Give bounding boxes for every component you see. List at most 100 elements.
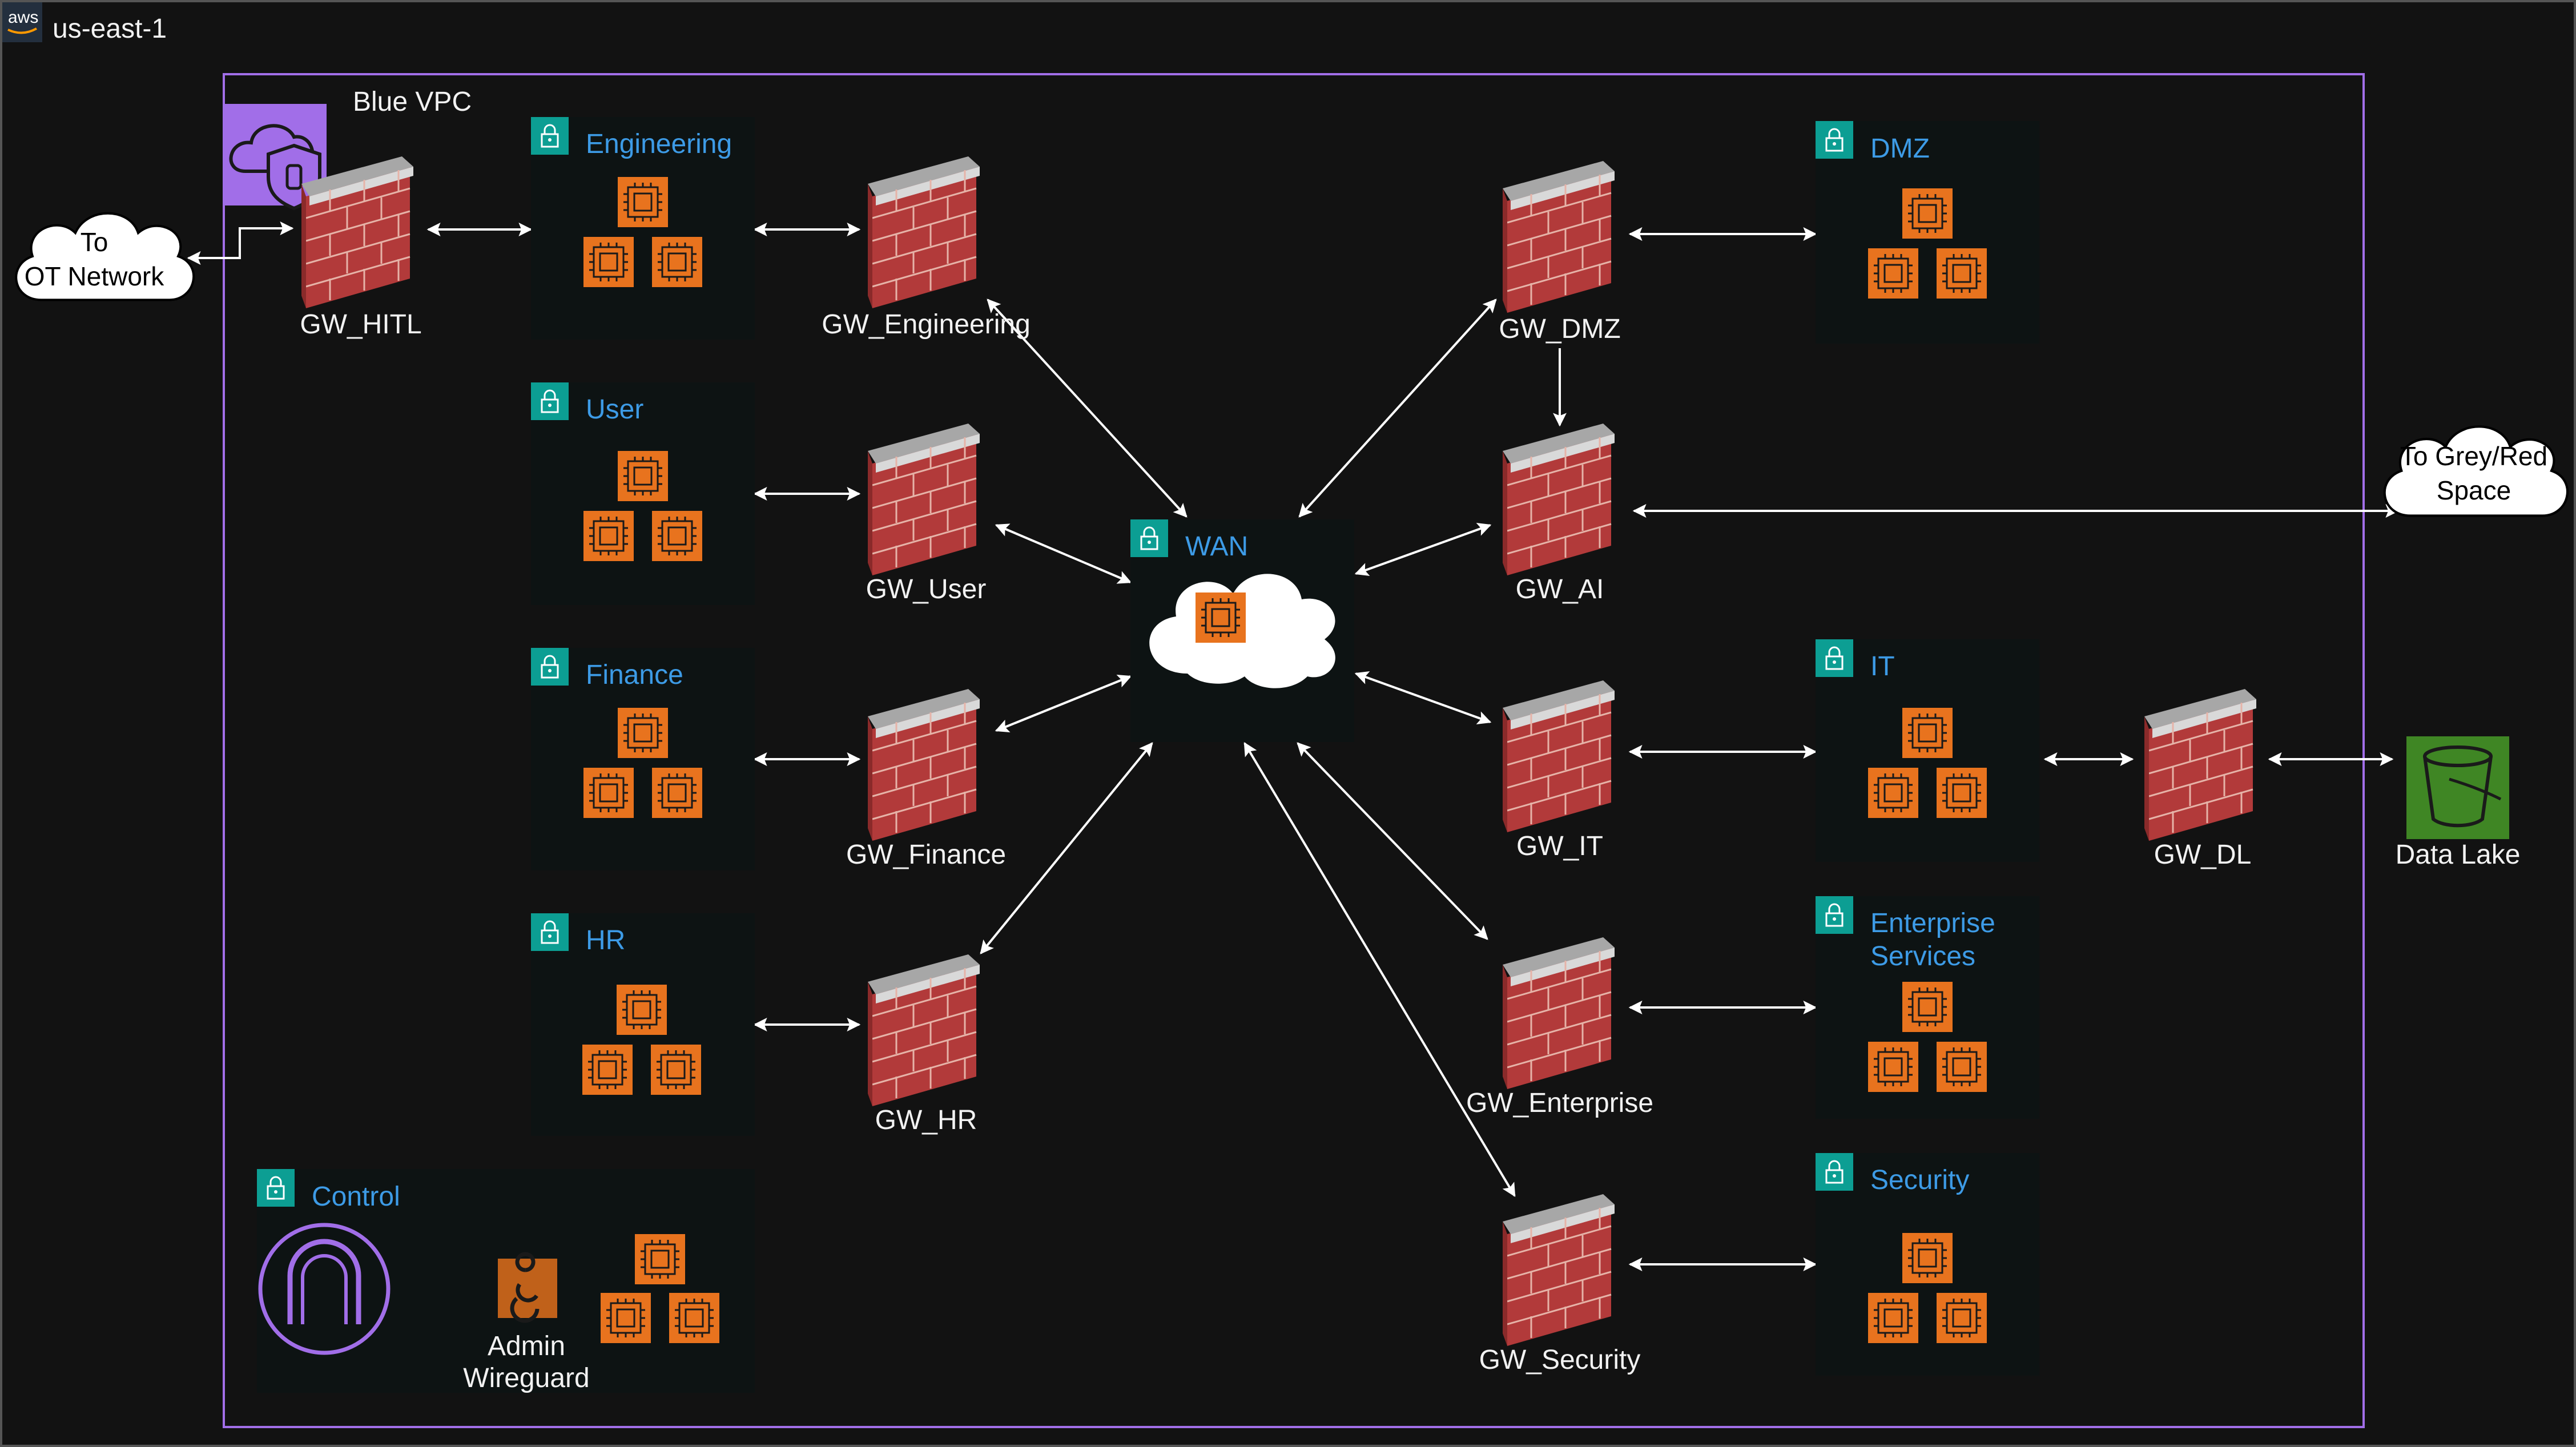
zone-enterprise-title-line1: Enterprise <box>1870 908 1995 938</box>
gateway-user-label: GW_User <box>866 574 987 604</box>
conn-gw-hr-wan <box>980 742 1153 954</box>
zone-control-title: Control <box>312 1182 400 1212</box>
conn-wan-gw-ai <box>1354 523 1492 576</box>
ec2-instance-icon <box>1901 1232 1954 1284</box>
ec2-instance-icon <box>617 450 669 502</box>
zone-it-title: IT <box>1870 651 1895 682</box>
data-lake-label: Data Lake <box>2396 840 2521 870</box>
gateway-enterprise-label: GW_Enterprise <box>1466 1088 1653 1118</box>
wireguard-label-line1: Admin <box>488 1331 565 1361</box>
zone-dmz-title: DMZ <box>1870 134 1930 164</box>
zone-hr-title: HR <box>586 925 625 956</box>
conn-gw-engineering-wan <box>987 299 1188 518</box>
conn-gw-user-wan <box>995 523 1132 584</box>
region-label: us-east-1 <box>53 14 167 44</box>
ec2-instance-icon <box>1194 591 1247 644</box>
zone-wan: WAN <box>1129 518 1354 742</box>
ec2-instance-icon <box>581 1043 634 1096</box>
zone-user-title: User <box>586 394 643 425</box>
gateway-hitl: GW_HITL <box>300 155 422 340</box>
ec2-instance-icon <box>1867 1292 1919 1344</box>
lock-icon <box>530 647 570 687</box>
zone-enterprise-services: Enterprise Services <box>1814 895 2039 1119</box>
gateway-dl: GW_DL <box>2143 688 2257 870</box>
gateway-hitl-label: GW_HITL <box>300 309 421 340</box>
ot-cloud-line2: OT Network <box>25 261 165 291</box>
connections <box>187 221 2400 1296</box>
ec2-instance-icon <box>651 236 703 288</box>
ec2-instance-icon <box>650 1043 702 1096</box>
s3-bucket-icon <box>2406 736 2509 839</box>
conn-gw-finance-wan <box>995 674 1132 733</box>
ec2-instance-icon <box>1901 187 1954 240</box>
ec2-instance-icon <box>1935 247 1988 300</box>
lock-icon <box>1814 895 1854 935</box>
zone-user: User <box>530 381 755 605</box>
vpc-label: Blue VPC <box>353 87 472 117</box>
zone-control: Control Admin Wireguard <box>256 1168 755 1393</box>
ec2-instance-icon <box>617 176 669 228</box>
gateway-ai-label: GW_AI <box>1516 574 1604 604</box>
gateway-engineering: GW_Engineering <box>822 155 1031 340</box>
gateway-hr-label: GW_HR <box>875 1105 977 1135</box>
ec2-instance-icon <box>1867 247 1919 300</box>
gateway-security-label: GW_Security <box>1479 1345 1641 1375</box>
lock-icon <box>530 381 570 421</box>
ec2-instance-icon <box>1901 981 1954 1033</box>
zone-it: IT <box>1814 638 2039 862</box>
ot-cloud-line1: To <box>80 227 108 257</box>
ec2-instance-icon <box>582 236 635 288</box>
zone-wan-title: WAN <box>1185 531 1248 562</box>
ot-network-cloud: To OT Network <box>16 213 194 300</box>
zone-security: Security <box>1814 1152 2039 1376</box>
ec2-instance-icon <box>1867 767 1919 819</box>
ec2-instance-icon <box>582 510 635 562</box>
ec2-instance-icon <box>1935 1292 1988 1344</box>
data-lake: Data Lake <box>2396 736 2521 870</box>
gateway-security: GW_Security <box>1479 1193 1641 1375</box>
grey-red-space-cloud: To Grey/Red Space <box>2385 426 2567 515</box>
gateway-dl-label: GW_DL <box>2154 840 2252 870</box>
zone-dmz: DMZ <box>1814 120 2039 344</box>
ec2-instance-icon <box>599 1292 652 1344</box>
grey-cloud-line1: To Grey/Red <box>2400 441 2547 471</box>
zone-hr: HR <box>530 912 755 1136</box>
gateway-hr: GW_HR <box>867 953 981 1135</box>
ec2-instance-icon <box>634 1233 686 1285</box>
zone-engineering-title: Engineering <box>586 129 732 159</box>
gateway-dmz-label: GW_DMZ <box>1499 314 1620 344</box>
conn-wan-gw-security <box>1243 741 1516 1198</box>
wireguard-label-line2: Wireguard <box>463 1363 589 1393</box>
ec2-instance-icon <box>651 510 703 562</box>
gateway-finance: GW_Finance <box>846 688 1006 870</box>
ec2-instance-icon <box>1935 1041 1988 1093</box>
lock-icon <box>1814 1152 1854 1192</box>
zone-enterprise-title-line2: Services <box>1870 941 1975 972</box>
gateway-enterprise: GW_Enterprise <box>1466 936 1653 1118</box>
control-gateway-arch-icon <box>258 1223 391 1355</box>
lock-icon <box>256 1168 296 1208</box>
zone-finance: Finance <box>530 647 755 870</box>
lock-icon <box>1814 120 1854 160</box>
lock-icon <box>1129 518 1169 558</box>
aws-logo-text: aws <box>8 8 38 27</box>
lock-icon <box>530 116 570 156</box>
grey-cloud-line2: Space <box>2437 475 2511 505</box>
gateway-finance-label: GW_Finance <box>846 840 1006 870</box>
ec2-instance-icon <box>615 984 668 1036</box>
gateway-engineering-label: GW_Engineering <box>822 309 1031 340</box>
ec2-instance-icon <box>668 1292 721 1344</box>
zone-finance-title: Finance <box>586 660 683 690</box>
gateway-it-label: GW_IT <box>1516 831 1603 861</box>
conn-ot-hitl <box>187 221 294 265</box>
conn-wan-gw-dmz <box>1298 299 1497 518</box>
vpc-shield-icon <box>224 104 327 211</box>
gateway-dmz: GW_DMZ <box>1499 160 1621 344</box>
ec2-instance-icon <box>1867 1041 1919 1093</box>
zone-engineering: Engineering <box>530 116 755 340</box>
zone-security-title: Security <box>1870 1165 1969 1195</box>
lock-icon <box>530 912 570 952</box>
gateway-ai: GW_AI <box>1502 422 1616 604</box>
lock-icon <box>1814 638 1854 678</box>
